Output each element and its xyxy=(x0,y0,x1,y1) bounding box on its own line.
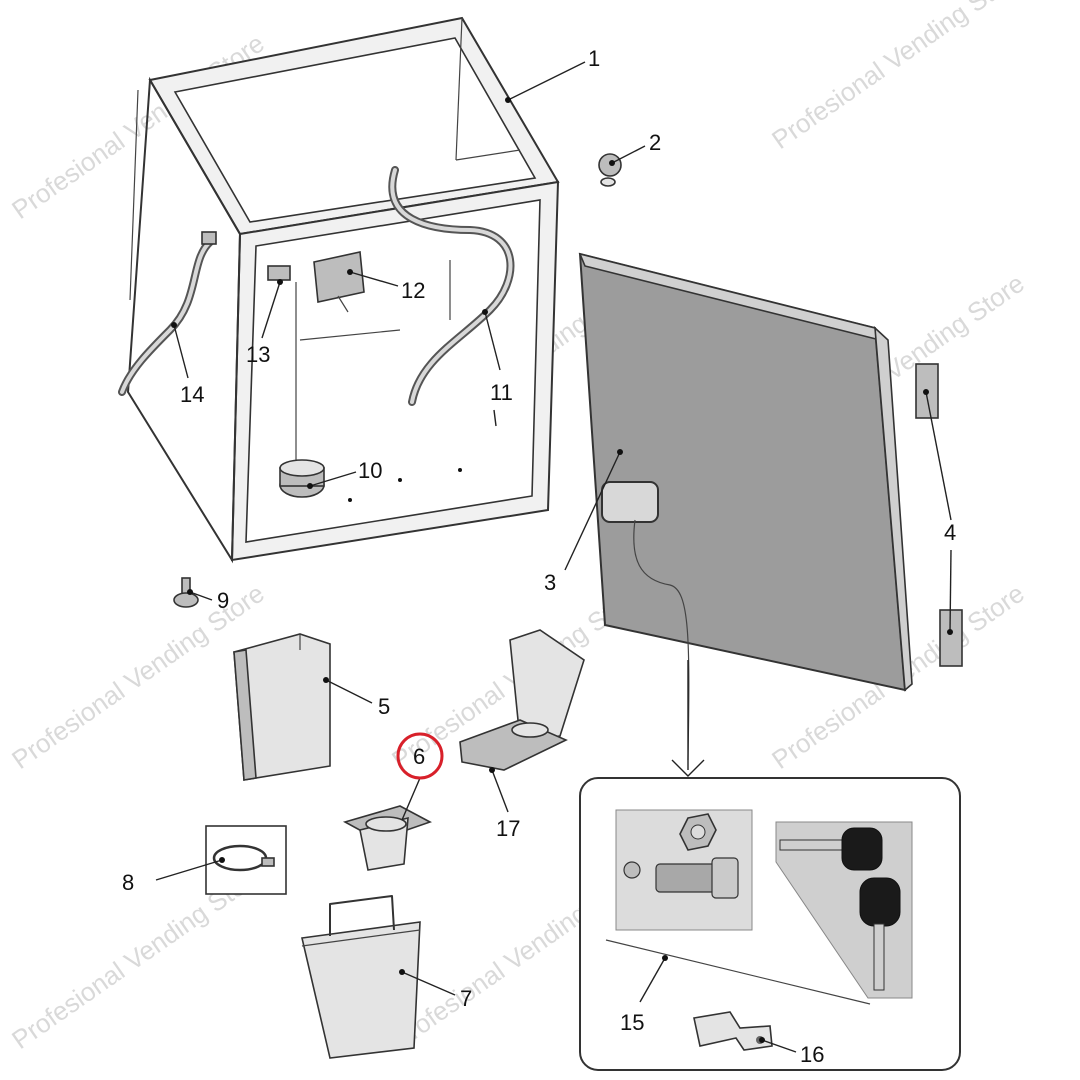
leader-lines xyxy=(155,61,953,1053)
part-2-knob xyxy=(598,153,622,187)
callout-6: 6 xyxy=(413,744,425,769)
part-9-foot xyxy=(173,577,199,608)
part-10-motor xyxy=(279,459,325,498)
part-3-door xyxy=(578,252,913,761)
watermark-5: Profesional Vending Store xyxy=(6,578,269,775)
callout-11: 11 xyxy=(490,380,513,405)
part-7-bucket xyxy=(301,895,421,1059)
part-17-chute xyxy=(459,629,585,771)
callout-7: 7 xyxy=(460,986,472,1011)
callout-5: 5 xyxy=(378,694,390,719)
watermark-2: Profesional Vending Store xyxy=(766,0,1029,155)
part-14-cable xyxy=(118,231,217,396)
callout-3: 3 xyxy=(544,570,556,595)
callout-13: 13 xyxy=(246,342,270,367)
lock-detail-arrow xyxy=(671,660,705,777)
part-11-hose xyxy=(388,166,515,406)
callout-4: 4 xyxy=(944,520,956,545)
callout-8: 8 xyxy=(122,870,134,895)
callout-6-highlight-ring xyxy=(396,732,444,780)
callout-10: 10 xyxy=(358,458,382,483)
callout-1: 1 xyxy=(588,46,600,71)
callout-16: 16 xyxy=(800,1042,824,1067)
callout-14: 14 xyxy=(180,382,204,407)
callout-2: 2 xyxy=(649,130,661,155)
part-15-lock-kit xyxy=(579,777,961,1071)
part-6-cup-holder xyxy=(342,805,432,871)
part-8-clamp xyxy=(205,825,287,895)
part-13-sensor xyxy=(267,265,297,460)
callout-12: 12 xyxy=(401,278,425,303)
callout-labels: 1 2 3 4 5 6 7 8 9 10 11 12 13 14 15 16 1… xyxy=(122,46,956,1067)
callout-15: 15 xyxy=(620,1010,644,1035)
part-4-hinges xyxy=(915,363,963,667)
part-16-bracket xyxy=(693,1011,773,1051)
part-12-plate xyxy=(313,251,365,313)
callout-9: 9 xyxy=(217,588,229,613)
callout-17: 17 xyxy=(496,816,520,841)
part-5-bin xyxy=(233,633,331,781)
